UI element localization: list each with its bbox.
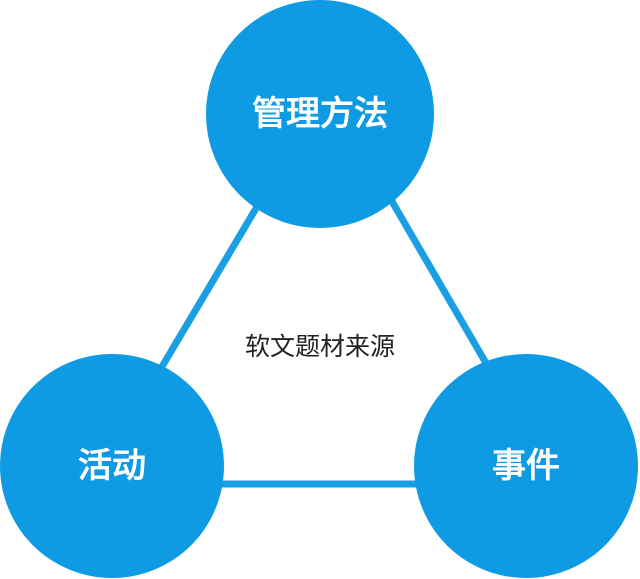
node-right-circle bbox=[414, 354, 638, 578]
node-management-methods: 管理方法 bbox=[206, 0, 434, 228]
node-left-label: 活动 bbox=[78, 446, 146, 486]
node-top-circle bbox=[206, 0, 434, 228]
node-right-label: 事件 bbox=[492, 446, 560, 486]
edge-top-right bbox=[386, 196, 494, 372]
node-activities: 活动 bbox=[0, 354, 224, 578]
node-top-label: 管理方法 bbox=[252, 94, 388, 134]
edge-top-left bbox=[156, 203, 262, 372]
node-events: 事件 bbox=[414, 354, 638, 578]
center-label: 软文题材来源 bbox=[245, 332, 395, 361]
node-left-circle bbox=[0, 354, 224, 578]
triangle-edges bbox=[156, 196, 494, 488]
